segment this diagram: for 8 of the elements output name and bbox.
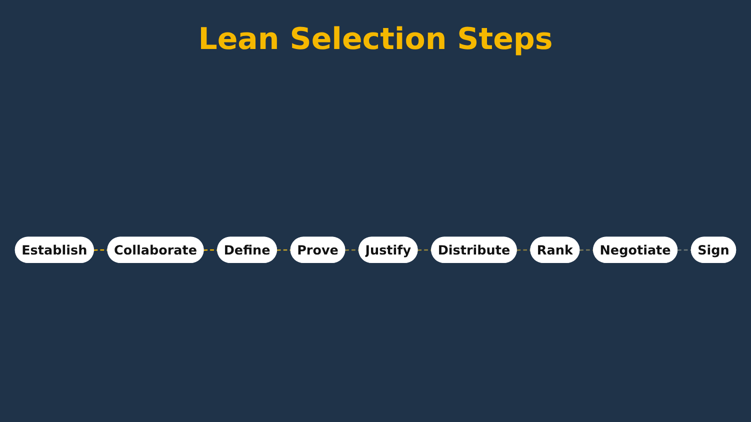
connector bbox=[580, 249, 594, 251]
connector bbox=[94, 249, 108, 251]
connector bbox=[345, 249, 360, 251]
connector bbox=[418, 249, 432, 251]
connector bbox=[204, 249, 218, 251]
diagram-title: Lean Selection Steps bbox=[197, 22, 554, 57]
connector bbox=[516, 249, 531, 251]
connector bbox=[677, 249, 692, 251]
